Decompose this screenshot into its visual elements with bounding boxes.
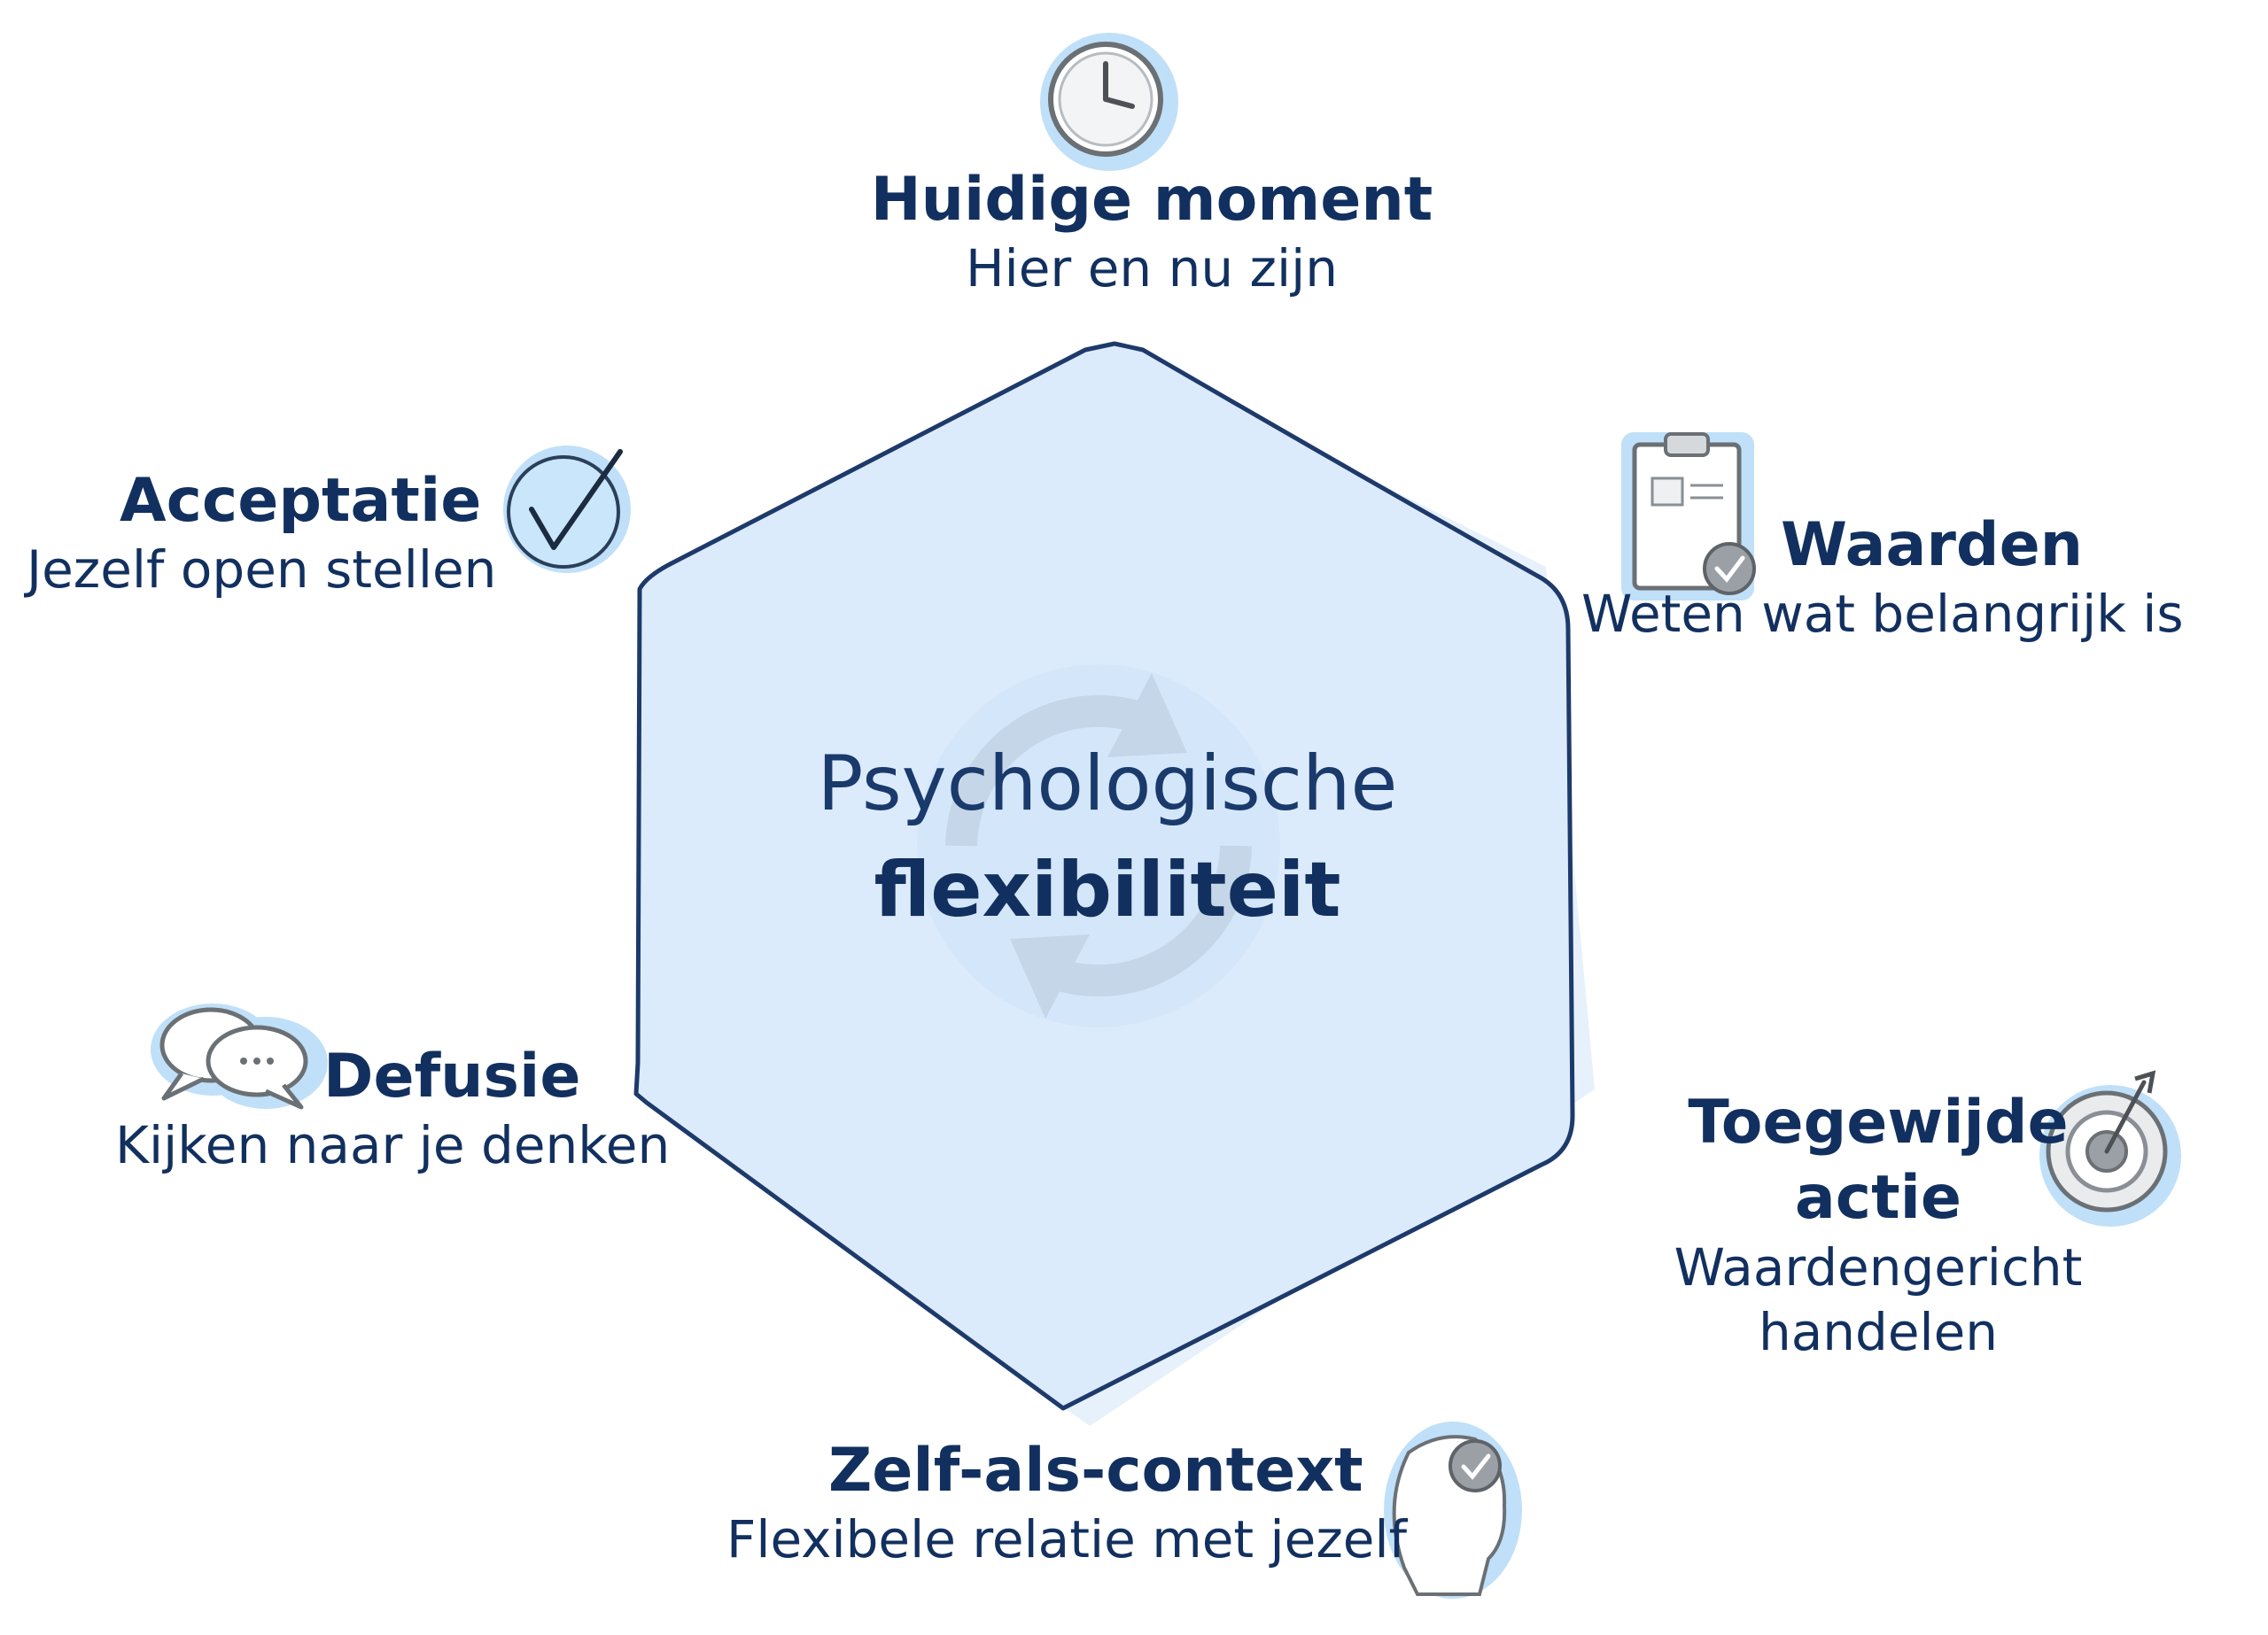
node-subtitle: Jezelf open stellen	[27, 539, 497, 600]
node-subtitle: Weten wat belangrijk is	[1581, 583, 2184, 644]
node-subtitle-line2: handelen	[1758, 1301, 1999, 1362]
node-defusie: Defusie Kijken naar je denken	[115, 1041, 670, 1177]
node-waarden: Waarden Weten wat belangrijk is	[1581, 509, 2184, 646]
node-subtitle: Hier en nu zijn	[966, 237, 1338, 298]
node-title: Defusie	[323, 1042, 581, 1112]
node-title-line1: Toegewijde	[1688, 1088, 2069, 1158]
center-title-line1: Psychologische	[817, 740, 1398, 828]
clock-icon	[1040, 33, 1178, 171]
node-huidige-moment: Huidige moment Hier en nu zijn	[771, 164, 1533, 300]
speech-bubbles-icon	[151, 1003, 328, 1110]
node-title: Waarden	[1781, 510, 2084, 580]
node-subtitle-line1: Waardengericht	[1674, 1237, 2083, 1298]
refresh-cycle-icon	[917, 664, 1280, 1027]
node-zelf-als-context: Zelf-als-context Flexibele relatie met j…	[726, 1435, 1407, 1571]
node-title: Huidige moment	[870, 165, 1433, 235]
node-toegewijde-actie: Toegewijde actie Waardengericht handelen	[1595, 1085, 2162, 1364]
node-subtitle: Flexibele relatie met jezelf	[726, 1508, 1408, 1569]
head-check-icon	[1384, 1422, 1522, 1599]
node-title-line2: actie	[1794, 1163, 1962, 1233]
node-acceptatie: Acceptatie Jezelf open stellen	[27, 465, 496, 601]
clipboard-check-icon	[1621, 432, 1756, 601]
checkmark-circle-icon	[503, 446, 631, 573]
center-title-line2: flexibiliteit	[874, 846, 1341, 934]
node-title: Acceptatie	[120, 466, 482, 536]
node-title: Zelf-als-context	[828, 1436, 1363, 1506]
node-subtitle: Kijken naar je denken	[115, 1114, 671, 1175]
target-icon	[2039, 1070, 2181, 1227]
